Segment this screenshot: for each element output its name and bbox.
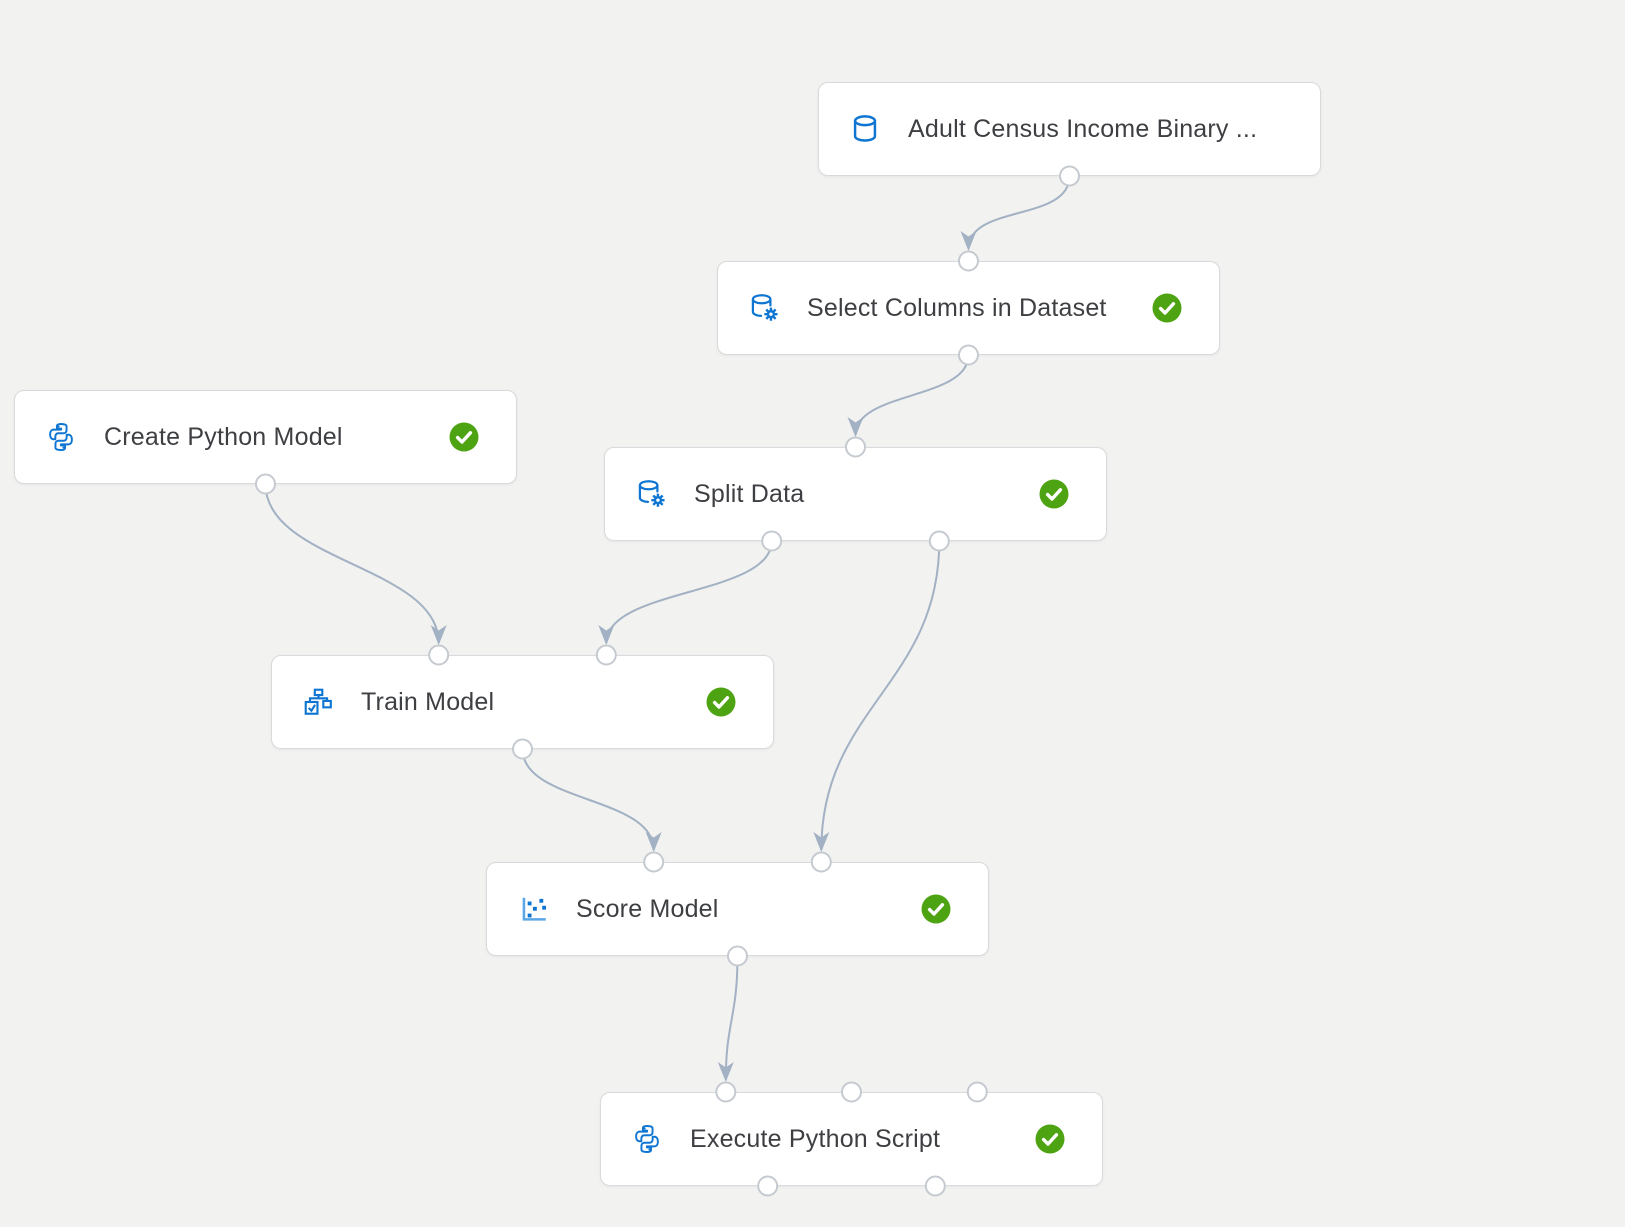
node-title: Adult Census Income Binary ... xyxy=(908,114,1258,143)
node-score-model[interactable]: Score Model xyxy=(486,862,989,956)
gear-glyph xyxy=(651,493,665,507)
python-icon xyxy=(631,1123,663,1155)
node-title: Select Columns in Dataset xyxy=(807,293,1107,322)
node-title: Score Model xyxy=(576,894,719,923)
status-completed-badge xyxy=(921,894,951,924)
status-completed-badge xyxy=(706,687,736,717)
node-title: Execute Python Script xyxy=(690,1124,941,1153)
wire-create-python-to-train-model[interactable] xyxy=(264,483,447,645)
score-model-icon xyxy=(517,893,549,925)
wire-split-data-to-score-model[interactable] xyxy=(813,540,941,852)
node-create-python-model[interactable]: Create Python Model xyxy=(14,390,517,484)
dataset-icon xyxy=(849,113,881,145)
python-icon xyxy=(45,421,77,453)
status-completed-badge xyxy=(449,422,479,452)
node-train-model[interactable]: Train Model xyxy=(271,655,774,749)
node-split-data[interactable]: Split Data xyxy=(604,447,1107,541)
wire-score-model-to-execute-python[interactable] xyxy=(717,955,739,1082)
gear-glyph xyxy=(764,307,778,321)
status-completed-badge xyxy=(1152,293,1182,323)
dataset-gear-icon xyxy=(635,478,667,510)
node-adult-census-dataset[interactable]: Adult Census Income Binary ... xyxy=(818,82,1321,176)
wire-train-model-to-score-model[interactable] xyxy=(521,748,662,852)
node-title: Split Data xyxy=(694,479,805,508)
node-title: Train Model xyxy=(361,687,495,716)
train-model-icon xyxy=(302,686,334,718)
status-completed-badge xyxy=(1035,1124,1065,1154)
dataset-gear-icon xyxy=(748,292,780,324)
node-title: Create Python Model xyxy=(104,422,343,451)
node-execute-python-script[interactable]: Execute Python Script xyxy=(600,1092,1103,1186)
status-completed-badge xyxy=(1039,479,1069,509)
node-select-columns[interactable]: Select Columns in Dataset xyxy=(717,261,1220,355)
wire-dataset-to-select-columns[interactable] xyxy=(960,175,1071,251)
wire-split-data-to-train-model[interactable] xyxy=(598,540,773,645)
wire-select-columns-to-split-data[interactable] xyxy=(847,354,970,437)
